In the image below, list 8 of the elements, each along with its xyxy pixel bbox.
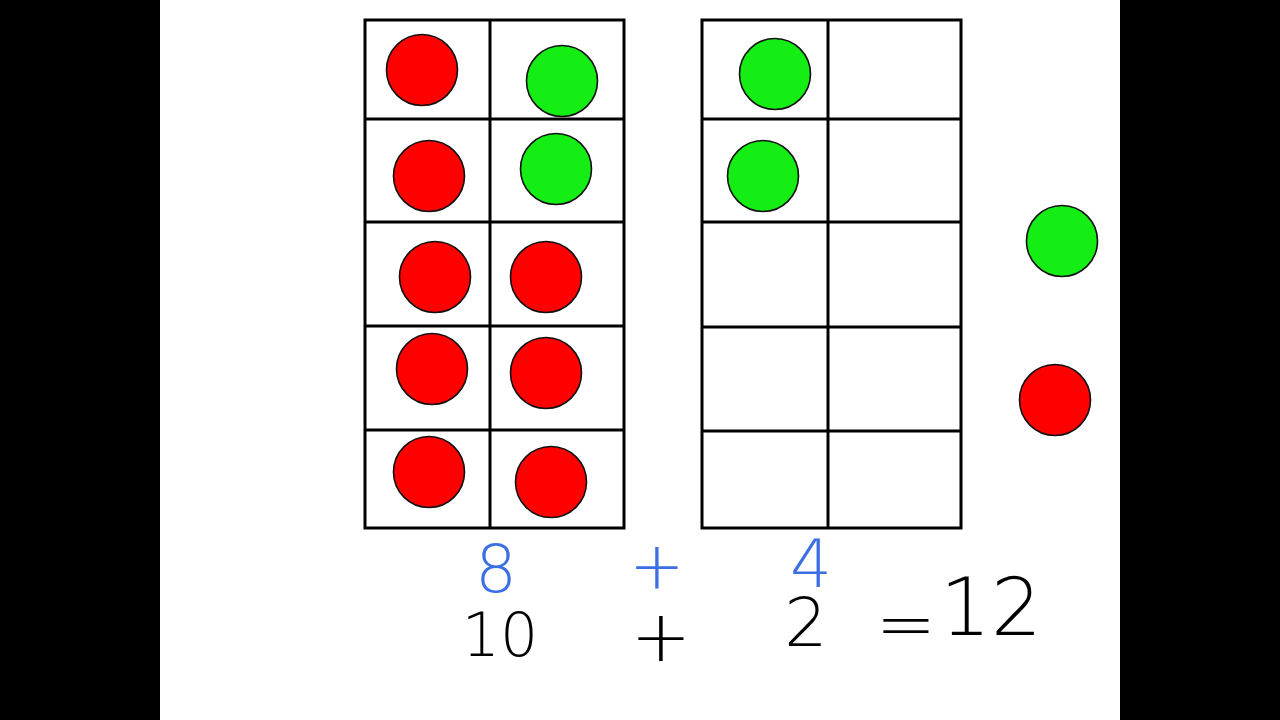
number-label: 2 bbox=[784, 595, 828, 651]
number-label: 4 bbox=[790, 538, 832, 592]
number-label: 10 bbox=[461, 611, 539, 659]
plus-sign: + bbox=[629, 539, 685, 593]
number-label: 8 bbox=[475, 543, 517, 597]
plus-sign: + bbox=[630, 608, 692, 666]
number-label: 12 bbox=[940, 576, 1042, 640]
equals-sign: = bbox=[875, 595, 937, 653]
